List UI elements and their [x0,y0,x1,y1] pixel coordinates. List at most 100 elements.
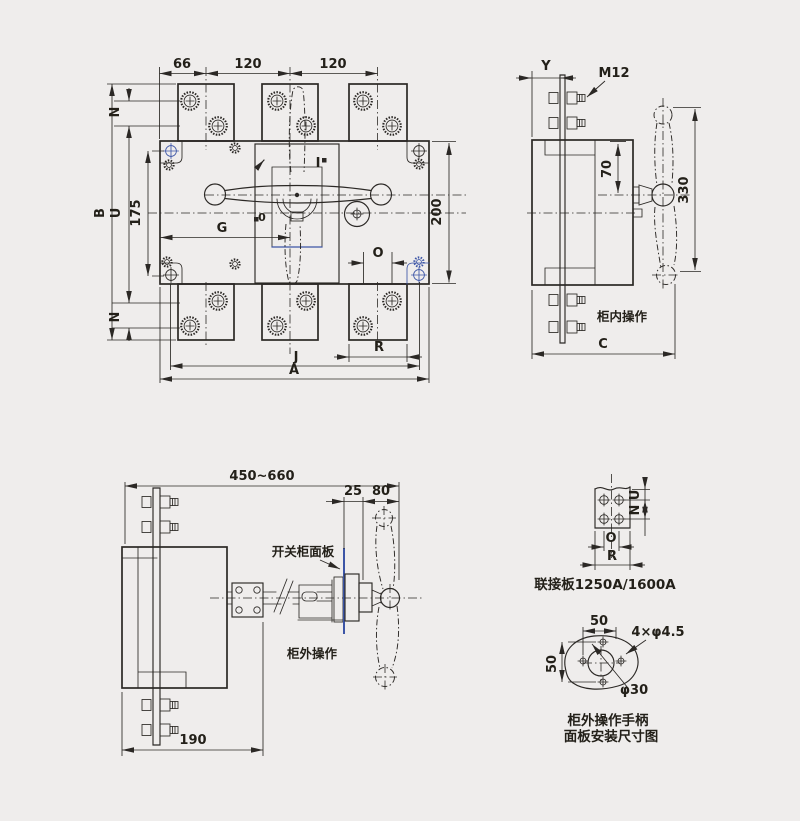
corner-bracket [159,262,183,285]
leader-line [319,559,341,570]
external-operation-view: 450~660 25 80 开关柜面板 柜外操作 190 [121,469,422,756]
front-view: I 0 66 120 120 B N U N 175 G 200 [93,57,466,383]
flange [344,573,360,622]
fixing-hole-blue [163,143,179,159]
switch-body-side [121,546,228,689]
shaft-step [632,208,643,218]
link-plate-view: U N O R 联接板1250A/1600A [534,474,676,593]
handle-pivot-ball [651,183,675,207]
dim-70: 70 [600,160,615,178]
dim-J: J [293,350,299,365]
handle-mounting-view: 50 50 4×φ4.5 φ30 柜外操作手柄 面板安装尺寸图 [545,614,685,745]
dim-depth: 450~660 [229,469,294,484]
position-mark-on: I [316,156,321,171]
body-side-details [544,139,596,286]
lever-hub-arc [276,198,318,220]
switch-body-side [531,139,634,286]
dim-N-top: N [108,107,123,118]
grip-centerline [372,506,396,530]
corner-bracket-blue [406,262,430,285]
lever-blade [224,197,372,204]
handle-nut [638,184,653,206]
link-plate-outline [594,486,631,529]
phantom-handle-down [376,605,400,669]
position-square [254,217,259,222]
terminal-pad [348,283,408,341]
plate-holes [597,493,626,526]
dim-190: 190 [179,733,206,748]
shaft [262,591,300,605]
dim-50-horizontal: 50 [590,614,608,629]
position-mark-off: 0 [258,211,266,224]
leader-line [586,80,606,98]
lever-pivot [294,192,300,198]
handle-caption-1: 柜外操作手柄 [568,712,649,729]
lever-blade [224,184,372,192]
dim-U: U [109,208,124,219]
plate-break-edge [594,486,631,491]
handle-plate-outline [564,635,639,690]
holes-callout: 4×φ4.5 [631,625,684,640]
link-plate-caption: 联接板1250A/1600A [534,576,676,593]
dim-N-bottom: N [108,312,123,323]
mounting-plate [559,74,566,344]
dim-A: A [289,363,299,378]
padlock-knob [343,200,371,228]
leader-line [591,643,629,689]
inside-operation-label: 柜内操作 [596,309,648,324]
terminal-pad [348,83,408,142]
dim-N: N [628,505,643,516]
dim-25: 25 [344,484,362,499]
operator-bracket [298,579,333,623]
lever-hub-arc [282,198,312,214]
phantom-handle-down [654,205,678,269]
lever-knob-right [369,183,393,206]
hub-detail [290,211,304,222]
shaft [226,591,233,605]
dim-120: 120 [234,57,261,72]
dim-U: U [628,490,643,501]
plate-bolt [141,495,179,509]
panel-label: 开关柜面板 [272,544,335,559]
dim-80: 80 [372,484,390,499]
dim-120: 120 [319,57,346,72]
phantom-grip-up [653,105,673,125]
mechanism-window [271,166,323,248]
dim-G: G [217,221,228,236]
position-square [322,158,327,163]
mounting-plate [152,487,161,746]
coupling-block [231,582,264,618]
dim-O: O [605,531,616,546]
plate-bolt [548,91,586,105]
body-details [121,546,187,689]
handle-caption-2: 面板安装尺寸图 [564,728,659,745]
corner-bracket [406,140,430,164]
leader-line [625,639,647,655]
phantom-handle-up [288,86,306,173]
phantom-handle-down [284,223,302,285]
cover-screw [163,159,175,171]
phantom-handle-up [375,525,396,590]
dim-B: B [93,208,108,218]
mechanism-housing [254,143,340,284]
dim-200: 200 [430,198,445,225]
dim-50-vertical: 50 [545,655,560,673]
dim-C: C [598,337,608,352]
close-direction-arrow-icon [253,159,265,171]
dim-330: 330 [677,176,692,203]
corner-bracket [159,140,183,164]
outside-operation-label: 柜外操作 [286,646,338,661]
lever-knob-left [203,183,227,206]
phantom-handle-up [654,122,674,186]
dim-R: R [374,340,384,355]
terminal-pad [261,83,319,142]
thread-label: M12 [598,66,629,81]
dim-R: R [607,549,617,564]
latch-pin [301,591,318,602]
terminal-pad [177,283,235,341]
terminal-bolt [180,91,200,111]
mounting-holes [577,636,627,688]
dim-Y: Y [540,59,551,74]
